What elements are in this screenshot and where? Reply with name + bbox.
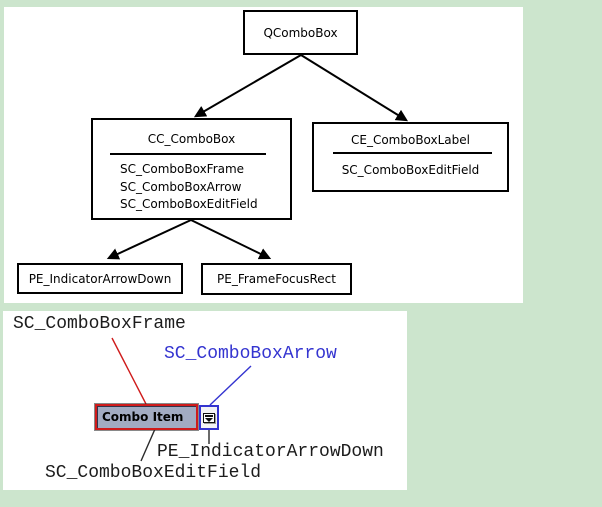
pointer-line-editfield (140, 428, 156, 462)
node-ce-comboboxlabel: CE_ComboBoxLabel SC_ComboBoxEditField (312, 122, 509, 192)
node-pe2-title: PE_FrameFocusRect (217, 272, 336, 286)
label-sc-comboboxeditfield: SC_ComboBoxEditField (45, 463, 262, 483)
label-sc-comboboxframe: SC_ComboBoxFrame (13, 314, 186, 334)
node-ce-item: SC_ComboBoxEditField (341, 163, 480, 177)
node-cc-separator (110, 153, 266, 155)
node-qcombobox-title: QComboBox (263, 25, 338, 40)
node-cc-combobox: CC_ComboBox SC_ComboBoxFrame SC_ComboBox… (91, 118, 292, 220)
node-cc-item: SC_ComboBoxFrame (120, 162, 245, 176)
label-sc-comboboxarrow: SC_ComboBoxArrow (164, 344, 337, 364)
node-cc-items: SC_ComboBoxFrame SC_ComboBoxArrow SC_Com… (120, 161, 258, 214)
node-ce-title: CE_ComboBoxLabel (350, 133, 470, 147)
node-cc-title: CC_ComboBox (147, 132, 236, 146)
combobox-illustration-panel: SC_ComboBoxFrame SC_ComboBoxArrow Combo … (3, 311, 407, 490)
node-cc-item: SC_ComboBoxEditField (120, 197, 258, 211)
indicator-arrow-down-icon (203, 412, 215, 423)
pointer-line-arrow (209, 365, 252, 406)
combobox-arrow-button (199, 405, 219, 430)
combobox-frame: Combo Item (95, 404, 198, 430)
pointer-lines (111, 337, 252, 462)
node-cc-item: SC_ComboBoxArrow (120, 179, 242, 194)
arrow-cc-to-indicator (106, 219, 192, 260)
arrow-root-to-cc (193, 54, 302, 118)
node-ce-separator (333, 152, 492, 154)
node-pe-indicatorarrowdown: PE_IndicatorArrowDown (17, 263, 183, 294)
node-qcombobox: QComboBox (243, 10, 358, 55)
arrow-cc-to-focusrect (190, 219, 272, 260)
combobox-edit-field-text: Combo Item (102, 410, 184, 424)
pointer-line-frame (111, 337, 147, 405)
arrow-root-to-ce (300, 54, 409, 122)
diagram-arrow-lines (106, 54, 409, 260)
label-pe-indicatorarrowdown: PE_IndicatorArrowDown (157, 442, 384, 462)
hierarchy-diagram-panel: QComboBox CC_ComboBox SC_ComboBoxFrame S… (4, 7, 523, 303)
node-pe-framefocusrect: PE_FrameFocusRect (201, 263, 352, 295)
node-pe1-title: PE_IndicatorArrowDown (28, 271, 172, 286)
